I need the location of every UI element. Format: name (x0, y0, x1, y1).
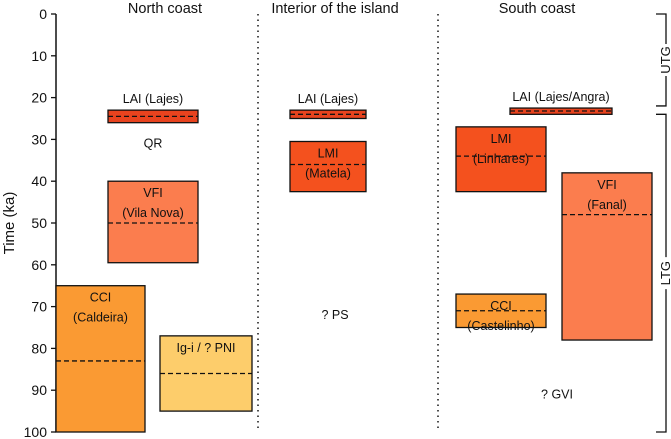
age-boxes: LAI (Lajes) VFI (Vila Nova) CCI (Caldeira) Ig… (55, 90, 653, 433)
age-box: Ig-i / ? PNI (159, 335, 253, 412)
box-label: LAI (Lajes) (123, 92, 183, 106)
zone-label: LTG (658, 261, 671, 285)
box-label: (Matela) (305, 166, 351, 180)
y-tick-label: 20 (31, 90, 47, 106)
box-label: (Fanal) (587, 198, 627, 212)
y-tick-label: 50 (31, 215, 47, 231)
age-box: CCI (Castelinho) (455, 293, 547, 333)
y-tick-label: 80 (31, 340, 47, 356)
zone-label: UTG (658, 46, 671, 73)
age-range-bar (107, 180, 199, 264)
annotation-label: ? GVI (541, 387, 573, 401)
age-range-bar (561, 172, 653, 341)
box-label: LMI (318, 146, 339, 160)
annotation-label: ? PS (321, 308, 348, 322)
box-label: VFI (143, 186, 162, 200)
box-label: LAI (Lajes) (298, 92, 358, 106)
zone-brackets: UTG LTG (656, 13, 671, 433)
y-tick-label: 100 (24, 424, 48, 439)
bracket-line (656, 113, 667, 433)
box-label: CCI (90, 291, 112, 305)
y-tick-label: 30 (31, 131, 47, 147)
box-label: (Caldeira) (73, 311, 128, 325)
age-box: LMI (Matela) (289, 140, 367, 193)
box-label: (Vila Nova) (122, 206, 184, 220)
age-range-bar (55, 285, 146, 433)
annotations: QR ? PS ? GVI (144, 137, 573, 402)
bracket-line (656, 13, 667, 107)
age-box: LAI (Lajes) (107, 92, 199, 124)
zone-bracket: LTG (656, 113, 671, 433)
column-title: South coast (499, 1, 576, 17)
box-label: VFI (597, 178, 616, 192)
age-box: LAI (Lajes) (289, 92, 367, 120)
age-box: CCI (Caldeira) (55, 285, 146, 433)
annotation-label: QR (144, 137, 163, 151)
age-box: LMI (Linhares) (455, 126, 547, 193)
age-box: VFI (Fanal) (561, 172, 653, 341)
zone-bracket: UTG (656, 13, 671, 107)
y-axis-label: Time (ka) (1, 192, 18, 255)
box-label: LMI (491, 132, 512, 146)
age-box: LAI (Lajes/Angra) (509, 90, 613, 115)
column-title: North coast (128, 1, 202, 17)
y-tick-label: 0 (39, 6, 47, 22)
box-label: (Castelinho) (467, 319, 534, 333)
column-title: Interior of the island (271, 1, 398, 17)
y-tick-label: 40 (31, 173, 47, 189)
column-titles: North coast Interior of the island South c… (128, 1, 575, 17)
box-label: CCI (490, 299, 512, 313)
y-tick-label: 70 (31, 299, 47, 315)
box-label: Ig-i / ? PNI (176, 341, 235, 355)
age-range-bar (289, 140, 367, 193)
column-dividers (257, 14, 439, 432)
box-label: LAI (Lajes/Angra) (512, 90, 609, 104)
box-label: (Linhares) (473, 152, 529, 166)
y-axis: 0 10 20 30 40 50 60 70 80 90 100 Time (ka) (1, 6, 57, 439)
age-range-bar (455, 126, 547, 193)
y-tick-label: 10 (31, 48, 47, 64)
y-tick-label: 90 (31, 382, 47, 398)
y-tick-label: 60 (31, 257, 47, 273)
age-box: VFI (Vila Nova) (107, 180, 199, 264)
